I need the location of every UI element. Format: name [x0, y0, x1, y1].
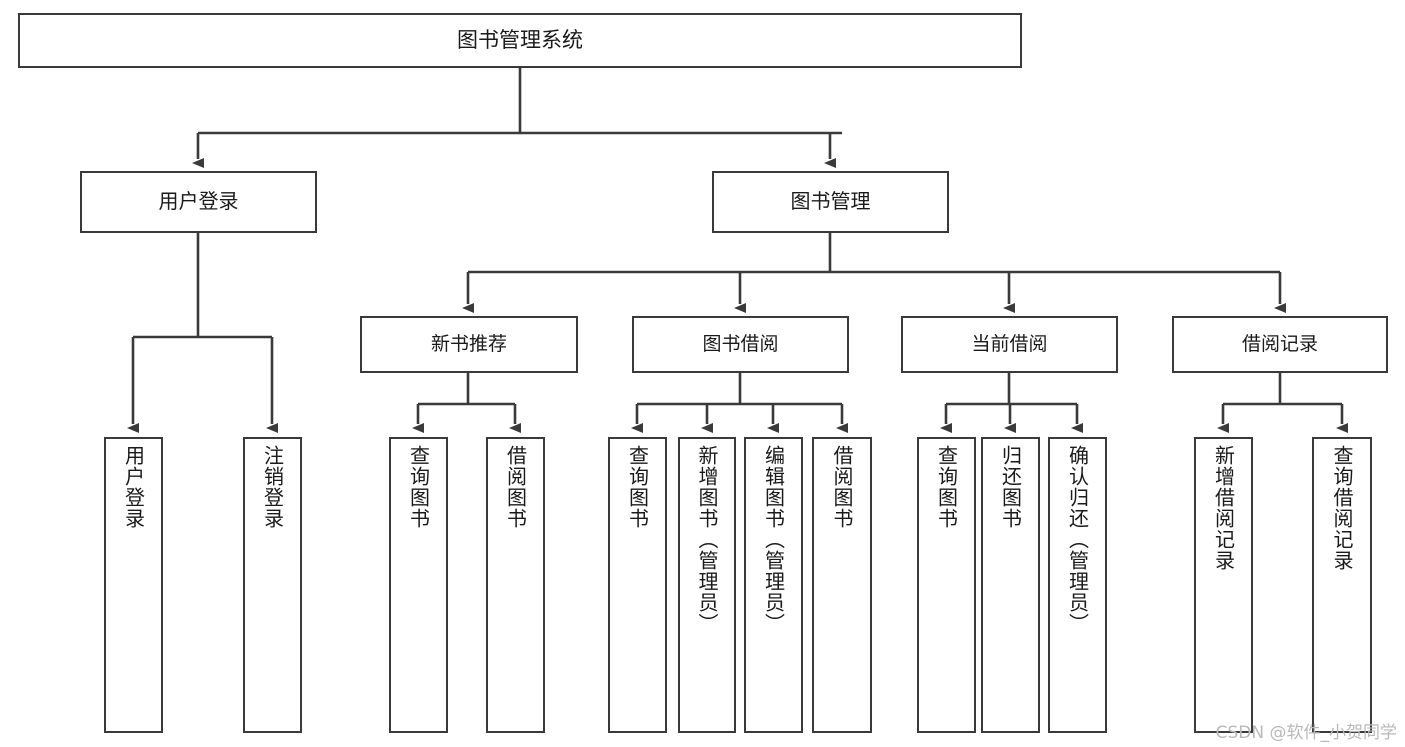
node-user-login[interactable]: 用户登录: [80, 171, 317, 233]
node-leaf-borrow-book-2-label: 借阅图书: [830, 445, 854, 529]
node-root[interactable]: 图书管理系统: [18, 13, 1022, 68]
node-leaf-logout[interactable]: 注销登录: [243, 437, 302, 733]
node-leaf-query-record[interactable]: 查询借阅记录: [1312, 437, 1372, 733]
node-leaf-add-record[interactable]: 新增借阅记录: [1194, 437, 1253, 733]
node-current-borrow[interactable]: 当前借阅: [901, 316, 1118, 373]
node-new-book-recommend[interactable]: 新书推荐: [360, 316, 578, 373]
node-leaf-add-record-label: 新增借阅记录: [1211, 445, 1236, 571]
node-leaf-user-login-label: 用户登录: [121, 445, 146, 529]
node-book-manage-label: 图书管理: [790, 189, 871, 214]
node-leaf-add-book-label: 新增图书（管理员）: [695, 445, 719, 634]
node-leaf-confirm-return[interactable]: 确认归还（管理员）: [1048, 437, 1107, 733]
node-borrow-record-label: 借阅记录: [1241, 333, 1318, 356]
node-leaf-confirm-return-label: 确认归还（管理员）: [1065, 445, 1090, 634]
node-leaf-query-record-label: 查询借阅记录: [1330, 445, 1354, 571]
node-leaf-query-book-3[interactable]: 查询图书: [917, 437, 976, 733]
node-leaf-borrow-book-1-label: 借阅图书: [503, 445, 528, 529]
node-leaf-add-book[interactable]: 新增图书（管理员）: [678, 437, 736, 733]
node-leaf-query-book-1-label: 查询图书: [406, 445, 431, 529]
node-leaf-query-book-2[interactable]: 查询图书: [608, 437, 667, 733]
node-leaf-borrow-book-1[interactable]: 借阅图书: [486, 437, 545, 733]
node-leaf-logout-label: 注销登录: [260, 445, 285, 529]
node-leaf-query-book-3-label: 查询图书: [934, 445, 959, 529]
node-leaf-edit-book-label: 编辑图书（管理员）: [761, 445, 786, 634]
node-user-login-label: 用户登录: [158, 189, 239, 214]
node-book-borrow-label: 图书借阅: [702, 333, 779, 356]
node-root-label: 图书管理系统: [457, 28, 583, 53]
node-leaf-borrow-book-2[interactable]: 借阅图书: [812, 437, 872, 733]
node-borrow-record[interactable]: 借阅记录: [1172, 316, 1388, 373]
node-leaf-user-login[interactable]: 用户登录: [104, 437, 163, 733]
node-book-borrow[interactable]: 图书借阅: [632, 316, 849, 373]
node-leaf-query-book-2-label: 查询图书: [625, 445, 650, 529]
node-book-manage[interactable]: 图书管理: [712, 171, 949, 233]
node-leaf-return-book[interactable]: 归还图书: [981, 437, 1040, 733]
node-leaf-edit-book[interactable]: 编辑图书（管理员）: [744, 437, 803, 733]
node-leaf-return-book-label: 归还图书: [998, 445, 1023, 529]
node-current-borrow-label: 当前借阅: [971, 333, 1048, 356]
node-leaf-query-book-1[interactable]: 查询图书: [389, 437, 448, 733]
node-new-book-recommend-label: 新书推荐: [430, 333, 507, 356]
